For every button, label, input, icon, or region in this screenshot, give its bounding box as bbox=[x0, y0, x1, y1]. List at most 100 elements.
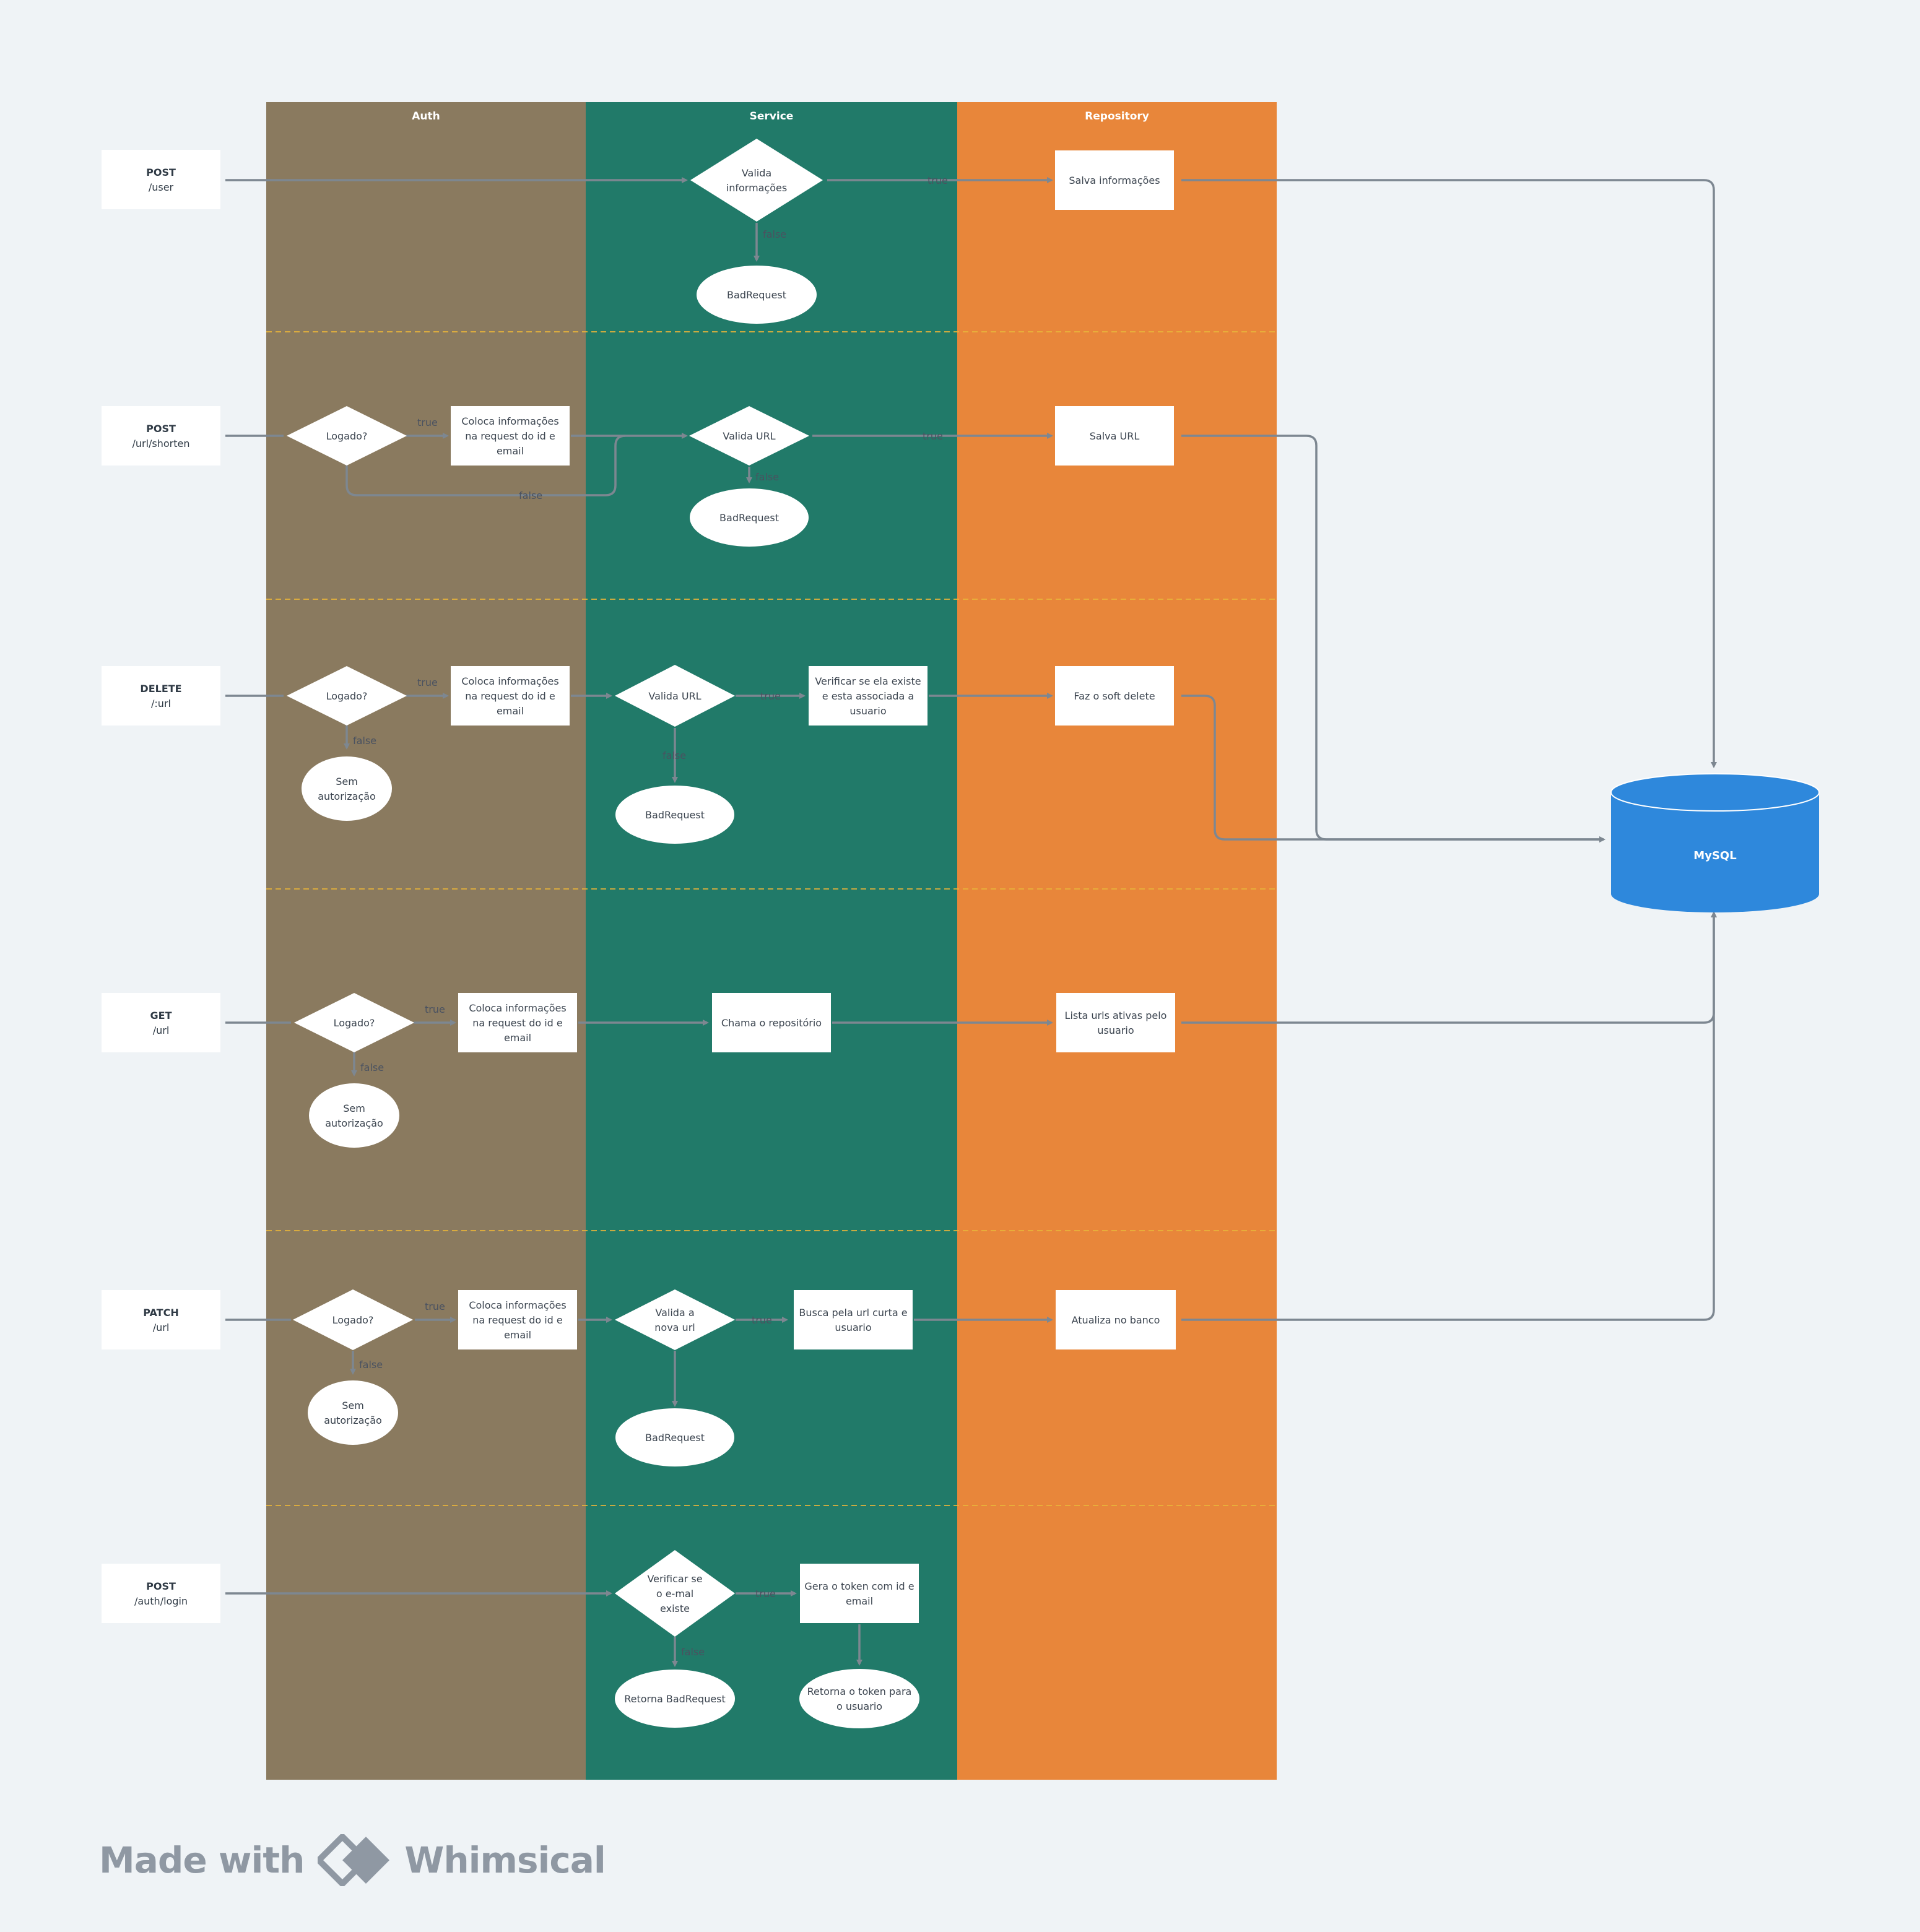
node-r5-atualiza[interactable]: Atualiza no banco bbox=[1056, 1290, 1176, 1349]
node-label-line: na request do id e bbox=[472, 1017, 563, 1029]
node-label-line: o e-mal bbox=[656, 1588, 693, 1600]
node-label-line: Salva URL bbox=[1090, 430, 1140, 442]
node-r2-salva[interactable]: Salva URL bbox=[1055, 406, 1174, 466]
node-label-line: Busca pela url curta e bbox=[799, 1307, 907, 1319]
node-label-line: nova url bbox=[654, 1322, 695, 1333]
node-label-line: BadRequest bbox=[645, 809, 705, 821]
edge-label-false: false bbox=[763, 228, 786, 240]
route-patch-url[interactable]: PATCH /url bbox=[102, 1290, 220, 1349]
route-method: DELETE bbox=[140, 683, 181, 695]
node-label-line: Retorna o token para bbox=[807, 1686, 912, 1697]
node-r2-logado[interactable]: Logado? bbox=[287, 406, 407, 466]
node-r4-lista[interactable]: Lista urls ativas pelo usuario bbox=[1056, 993, 1175, 1052]
node-label-line: Sem bbox=[336, 776, 358, 787]
connectors bbox=[225, 177, 1717, 1667]
node-shape-rect bbox=[1055, 666, 1174, 726]
node-label-line: Valida URL bbox=[723, 430, 775, 442]
node-label-line: usuario bbox=[849, 705, 886, 717]
route-path: /url bbox=[153, 1024, 170, 1036]
edge-label-false: false bbox=[519, 490, 542, 501]
edge-labels: true false true false false true true fa… bbox=[353, 175, 948, 1658]
made-with-whimsical-badge[interactable]: Made with Whimsical bbox=[99, 1832, 606, 1888]
node-shape-rect bbox=[1056, 1290, 1176, 1349]
node-r1-salva[interactable]: Salva informações bbox=[1055, 150, 1174, 210]
node-label-line: BadRequest bbox=[719, 512, 779, 524]
route-post-user[interactable]: POST /user bbox=[102, 150, 220, 209]
node-shape-diamond bbox=[615, 1550, 735, 1637]
route-post-url-shorten[interactable]: POST /url/shorten bbox=[102, 406, 220, 466]
node-r1-valida[interactable]: Valida informações bbox=[690, 139, 823, 222]
node-shape-rect bbox=[1055, 150, 1174, 210]
node-r3-valida[interactable]: Valida URL bbox=[615, 665, 735, 727]
node-r4-logado[interactable]: Logado? bbox=[294, 993, 414, 1052]
node-shape-rect bbox=[1056, 993, 1175, 1052]
node-shape-ellipse bbox=[697, 266, 817, 324]
node-r5-logado[interactable]: Logado? bbox=[293, 1289, 413, 1350]
node-label-line: email bbox=[504, 1329, 531, 1341]
edge-label-false: false bbox=[681, 1646, 705, 1658]
node-shape-rect bbox=[458, 1290, 577, 1349]
node-label-line: Verificar se ela existe bbox=[815, 675, 921, 687]
node-r3-bad[interactable]: BadRequest bbox=[615, 786, 734, 844]
node-r5-busca[interactable]: Busca pela url curta e usuario bbox=[794, 1290, 913, 1349]
node-label-line: Logado? bbox=[326, 430, 368, 442]
node-label-line: Faz o soft delete bbox=[1074, 690, 1155, 702]
node-label-line: usuario bbox=[1097, 1024, 1134, 1036]
node-shape-rect bbox=[1055, 406, 1174, 466]
node-shape-diamond bbox=[690, 139, 823, 222]
node-label-line: na request do id e bbox=[472, 1314, 563, 1326]
node-r3-soft[interactable]: Faz o soft delete bbox=[1055, 666, 1174, 726]
edge-label-true: true bbox=[417, 417, 438, 428]
node-label-line: usuario bbox=[835, 1322, 871, 1333]
node-label-line: Sem bbox=[343, 1102, 365, 1114]
node-label-line: Lista urls ativas pelo bbox=[1065, 1010, 1167, 1021]
node-shape-ellipse bbox=[799, 1669, 919, 1728]
node-r2-valida[interactable]: Valida URL bbox=[689, 406, 809, 466]
node-label-line: Coloca informações bbox=[461, 675, 558, 687]
node-label-line: existe bbox=[660, 1603, 690, 1614]
node-shape-ellipse bbox=[690, 488, 809, 547]
connector bbox=[345, 435, 626, 496]
node-label-line: autorização bbox=[325, 1117, 383, 1129]
edge-label-true: true bbox=[927, 175, 948, 186]
edge-label-false: false bbox=[662, 750, 686, 761]
node-r4-sem[interactable]: Sem autorização bbox=[309, 1083, 399, 1148]
node-r3-logado[interactable]: Logado? bbox=[287, 666, 407, 726]
route-delete-url[interactable]: DELETE /:url bbox=[102, 666, 220, 726]
node-r1-bad[interactable]: BadRequest bbox=[697, 266, 817, 324]
connector bbox=[1181, 179, 1717, 768]
node-label-line: Valida bbox=[742, 167, 771, 179]
node-r5-bad[interactable]: BadRequest bbox=[615, 1408, 734, 1466]
node-r4-chama[interactable]: Chama o repositório bbox=[712, 993, 831, 1052]
node-label-line: Logado? bbox=[334, 1017, 375, 1029]
node-shape-diamond bbox=[294, 993, 414, 1052]
node-shape-diamond bbox=[293, 1289, 413, 1350]
node-label-line: informações bbox=[726, 182, 787, 194]
node-shape-ellipse bbox=[615, 1670, 735, 1728]
edge-label-true: true bbox=[752, 1314, 772, 1326]
node-label-line: Sem bbox=[342, 1400, 364, 1411]
edge-label-true: true bbox=[923, 430, 943, 442]
mysql-database[interactable]: MySQL bbox=[1610, 773, 1820, 912]
route-get-url[interactable]: GET /url bbox=[102, 993, 220, 1052]
route-post-auth-login[interactable]: POST /auth/login bbox=[102, 1564, 220, 1623]
route-path: /url/shorten bbox=[132, 438, 189, 449]
node-r6-retorna-bad[interactable]: Retorna BadRequest bbox=[615, 1670, 735, 1728]
node-label-line: Coloca informações bbox=[461, 415, 558, 427]
node-r2-bad[interactable]: BadRequest bbox=[690, 488, 809, 547]
edge-label-true: true bbox=[425, 1301, 445, 1312]
node-shape-diamond bbox=[287, 666, 407, 726]
